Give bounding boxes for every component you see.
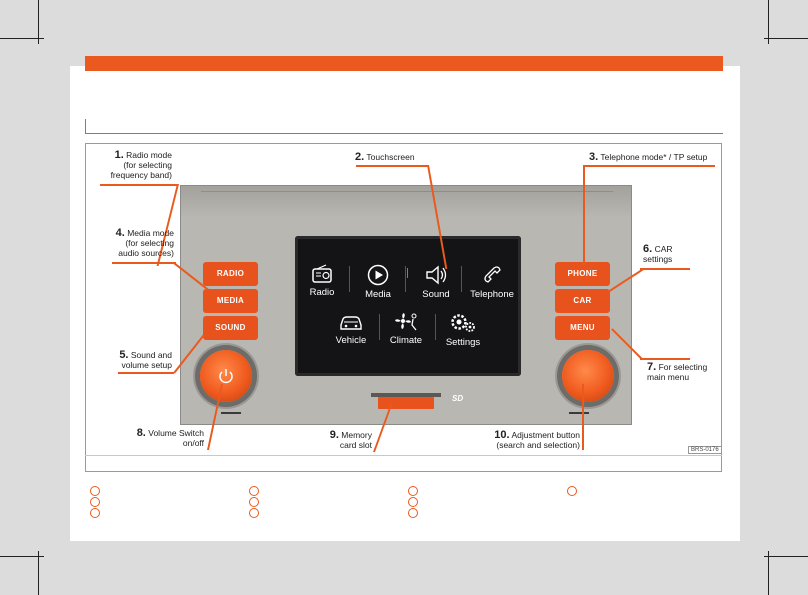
card-slot-frame [371, 393, 441, 397]
section-rule [85, 133, 723, 134]
separator [349, 266, 350, 292]
callout-8: 8. Volume Switch on/off [136, 427, 204, 449]
crop-mark [0, 38, 44, 39]
power-icon [219, 369, 233, 384]
car-button[interactable]: CAR [555, 289, 610, 313]
figure-code: BRS-0176 [688, 446, 722, 454]
climate-icon [395, 313, 417, 331]
radio-icon [312, 264, 332, 283]
separator [435, 314, 436, 340]
app-label: Sound [422, 289, 450, 300]
callout-4: 4. Media mode (for selecting audio sourc… [115, 227, 174, 259]
legend-marker [249, 497, 259, 507]
legend-marker [90, 497, 100, 507]
app-label: Radio [309, 287, 335, 298]
leader-line [100, 184, 178, 186]
app-media[interactable]: Media [361, 264, 395, 300]
app-label: Vehicle [335, 335, 367, 346]
app-telephone[interactable]: Telephone [468, 264, 516, 300]
figure-bottom-rule [85, 455, 722, 456]
separator [379, 314, 380, 340]
crop-mark [38, 0, 39, 44]
app-label: Settings [445, 337, 481, 348]
leader-line [112, 262, 176, 264]
car-icon [340, 316, 362, 330]
callout-9: 9. Memory card slot [329, 429, 372, 451]
touchscreen[interactable]: Radio Media Sound Telephone Vehicle Clim… [295, 236, 521, 376]
leader-line [583, 165, 715, 167]
app-label: Media [365, 289, 391, 300]
callout-3: 3. Telephone mode* / TP setup [589, 151, 708, 163]
callout-2: 2. Touchscreen [355, 151, 415, 163]
app-radio[interactable]: Radio [306, 264, 338, 298]
legend-marker [90, 508, 100, 518]
speaker-icon [426, 265, 447, 285]
legend-marker [90, 486, 100, 496]
app-label: Telephone [470, 289, 514, 300]
phone-icon [484, 266, 501, 283]
crop-mark [764, 38, 808, 39]
leader-line [640, 268, 690, 270]
separator [461, 266, 462, 292]
radio-button[interactable]: RADIO [203, 262, 258, 286]
volume-knob[interactable] [200, 350, 252, 402]
crop-mark [768, 551, 769, 595]
legend-marker [408, 497, 418, 507]
app-vehicle[interactable]: Vehicle [333, 312, 369, 346]
leader-line [582, 384, 584, 450]
callout-10: 10. Adjustment button (search and select… [494, 429, 580, 451]
crop-mark [768, 0, 769, 44]
app-settings[interactable]: Settings [441, 312, 485, 348]
legend-marker [408, 508, 418, 518]
memory-card-slot[interactable] [378, 397, 434, 409]
legend-marker [249, 486, 259, 496]
leader-line [356, 165, 428, 167]
sound-button[interactable]: SOUND [203, 316, 258, 340]
play-icon [367, 264, 389, 286]
menu-button[interactable]: MENU [555, 316, 610, 340]
unit-slot-mark [569, 412, 589, 414]
crop-mark [764, 556, 808, 557]
callout-5: 5. Sound and volume setup [119, 349, 172, 371]
unit-groove [201, 191, 613, 192]
adjustment-knob[interactable] [562, 350, 614, 402]
crop-mark [0, 556, 44, 557]
app-climate[interactable]: Climate [388, 312, 424, 346]
callout-6: 6. CAR settings [643, 243, 673, 265]
app-sound[interactable]: Sound [419, 264, 453, 300]
legend-marker [249, 508, 259, 518]
legend-marker [567, 486, 577, 496]
legend-marker [408, 486, 418, 496]
callout-7: 7. For selecting main menu [647, 361, 708, 383]
phone-button[interactable]: PHONE [555, 262, 610, 286]
header-bar [85, 56, 723, 71]
gear-icon [451, 314, 475, 332]
unit-slot-mark [221, 412, 241, 414]
leader-line [640, 358, 690, 360]
leader-line [118, 372, 174, 374]
media-button[interactable]: MEDIA [203, 289, 258, 313]
sd-logo: SD [452, 394, 464, 403]
app-label: Climate [389, 335, 423, 346]
separator [405, 266, 406, 292]
touch-indicator [407, 268, 408, 278]
callout-1: 1. Radio mode (for selecting frequency b… [110, 149, 172, 181]
section-rule-tick [85, 119, 86, 133]
crop-mark [38, 551, 39, 595]
leader-line [583, 165, 585, 265]
